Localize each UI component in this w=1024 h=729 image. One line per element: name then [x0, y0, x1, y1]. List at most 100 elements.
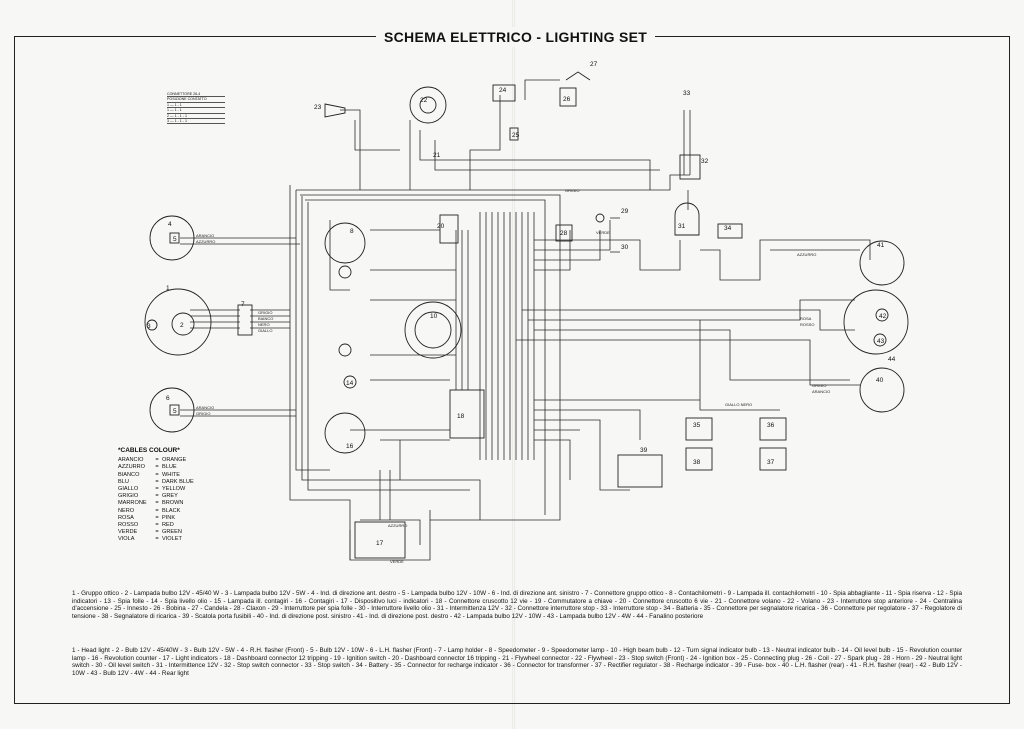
wire-label-rosa: ROSA — [800, 316, 812, 321]
label-32: 32 — [701, 158, 709, 165]
lamp-4 — [149, 215, 195, 261]
colour-italian: VIOLA — [118, 536, 135, 543]
label-37: 37 — [767, 459, 775, 466]
label-33: 33 — [683, 90, 691, 97]
legend-english: 1 - Head light - 2 - Bulb 12V - 45/40W -… — [72, 647, 962, 677]
label-35: 35 — [693, 422, 701, 429]
label-7: 7 — [241, 301, 245, 308]
battery-32 — [679, 154, 701, 180]
connector-36 — [759, 417, 787, 441]
colour-english: BLACK — [162, 507, 181, 514]
label-2: 2 — [180, 322, 184, 329]
connector-20 — [439, 214, 459, 244]
colour-italian: ROSA — [118, 514, 134, 521]
horn-23 — [324, 103, 346, 118]
page-fold — [512, 0, 515, 729]
transformer-38 — [685, 447, 713, 471]
label-43: 43 — [877, 338, 885, 345]
regulator-35 — [685, 417, 713, 441]
revolution-counter-16 — [324, 412, 366, 454]
colour-english: BLUE — [162, 464, 177, 471]
relay-24 — [492, 84, 516, 102]
label-44: 44 — [888, 356, 896, 363]
colour-italian: ROSSO — [118, 522, 139, 529]
label-40: 40 — [876, 377, 884, 384]
colour-italian: BIANCO — [118, 471, 140, 478]
label-22: 22 — [420, 97, 428, 104]
equals-sign: = — [155, 507, 159, 514]
wire-label-verde: VERDE — [596, 230, 610, 235]
colour-english: GREEN — [162, 529, 182, 536]
flasher-41 — [859, 240, 905, 286]
label-21: 21 — [433, 152, 441, 159]
colour-english: VIOLET — [162, 536, 182, 543]
label-16: 16 — [346, 443, 354, 450]
components — [144, 71, 909, 559]
cables-colour-row: VIOLA=VIOLET — [118, 536, 210, 543]
label-41: 41 — [877, 242, 885, 249]
wire-label-giallo-nero: GIALLO NERO — [725, 402, 752, 407]
cables-colour-row: MARRONE=BROWN — [118, 500, 210, 507]
equals-sign: = — [155, 529, 159, 536]
wire-label-bianco: BIANCO — [258, 316, 273, 321]
wire-label-giallo: GIALLO — [258, 328, 272, 333]
speedometer-8-9 — [404, 301, 462, 359]
spark-plug-28 — [555, 224, 573, 242]
wire-harness — [180, 79, 871, 561]
wire-label-azzurro-left: AZZURRO — [196, 239, 215, 244]
wire-label-verde-bottom: VERDE — [390, 559, 404, 564]
colour-english: DARK BLUE — [162, 478, 194, 485]
title-box: SCHEMA ELETTRICO - LIGHTING SET — [376, 27, 656, 47]
colour-italian: MARRONE — [118, 500, 147, 507]
colour-italian: ARANCIO — [118, 457, 144, 464]
wire-label-arancio-left: ARANCIO — [196, 233, 214, 238]
colour-english: GREY — [162, 493, 178, 500]
flasher-40 — [859, 367, 905, 413]
connector-31 — [674, 202, 700, 236]
component-number-labels: 4 1 6 5 5 3 2 7 8 10 14 16 17 18 20 21 2… — [147, 61, 896, 547]
equals-sign: = — [155, 493, 159, 500]
colour-italian: GRIGIO — [118, 493, 139, 500]
label-5a: 5 — [173, 236, 177, 243]
cables-colour-row: VERDE=GREEN — [118, 529, 210, 536]
colour-english: ORANGE — [162, 457, 187, 464]
cables-colour-heading: *CABLES COLOUR* — [118, 447, 180, 454]
equals-sign: = — [155, 457, 159, 464]
wire-label-azzurro-right: AZZURRO — [797, 252, 816, 257]
label-29: 29 — [621, 208, 629, 215]
sensor-34 — [717, 223, 743, 239]
fuse-box-39 — [617, 454, 663, 488]
colour-italian: GIALLO — [118, 486, 139, 493]
label-28: 28 — [560, 230, 568, 237]
label-38: 38 — [693, 459, 701, 466]
label-36: 36 — [767, 422, 775, 429]
connector-note: CONNETTORE 26-4 POSIZIONE CONTATTO 1 — 1… — [167, 92, 225, 125]
wire-label-arancio-r: ARANCIO — [812, 389, 830, 394]
connector-18 — [449, 389, 485, 439]
cables-colour-row: BLU=DARK BLUE — [118, 479, 210, 486]
wire-label-rosso: ROSSO — [800, 322, 814, 327]
lamp-6 — [149, 387, 195, 433]
lamp-cluster — [324, 222, 366, 264]
equals-sign: = — [155, 486, 159, 493]
wire-label-grigio-l2: GRIGIO — [196, 411, 210, 416]
label-24: 24 — [499, 87, 507, 94]
connector-7 — [237, 304, 253, 336]
label-8: 8 — [350, 228, 354, 235]
label-39: 39 — [640, 447, 648, 454]
equals-sign: = — [155, 478, 159, 485]
wire-label-grigio-top: GRIGIO — [565, 188, 579, 193]
cables-colour-row: ARANCIO =ORANGE — [118, 457, 210, 464]
wire-label-arancio-l2: ARANCIO — [196, 405, 214, 410]
wire-label-azzurro-bottom: AZZURRO — [388, 523, 407, 528]
label-1: 1 — [166, 285, 170, 292]
equals-sign: = — [155, 464, 159, 471]
cables-colour-row: GIALLO=YELLOW — [118, 486, 210, 493]
label-14: 14 — [346, 380, 354, 387]
fuse-25 — [509, 127, 519, 141]
colour-italian: NERO — [118, 507, 135, 514]
cables-colour-row: GRIGIO =GREY — [118, 493, 210, 500]
label-18: 18 — [457, 413, 465, 420]
label-17: 17 — [376, 540, 384, 547]
